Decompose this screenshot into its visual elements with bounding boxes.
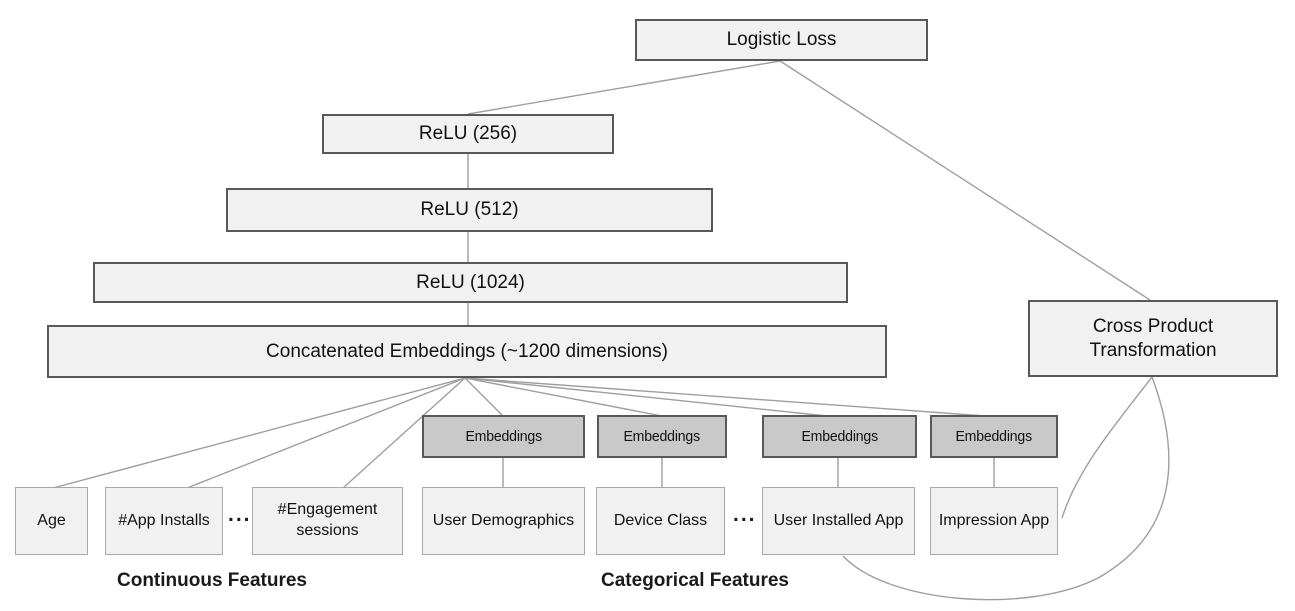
node-concatenated-embeddings: Concatenated Embeddings (~1200 dimension… (47, 325, 887, 378)
node-cross-product-transformation: Cross Product Transformation (1028, 300, 1278, 377)
categorical-ellipsis: ... (733, 503, 757, 526)
feature-age: Age (15, 487, 88, 555)
node-relu-256: ReLU (256) (322, 114, 614, 154)
label-categorical-features: Categorical Features (601, 570, 789, 591)
feature-user-installed-app: User Installed App (762, 487, 915, 555)
feature-impression-app: Impression App (930, 487, 1058, 555)
label-continuous-features: Continuous Features (116, 570, 308, 591)
feature-device-class: Device Class (596, 487, 725, 555)
feature-engagement-sessions: #Engagement sessions (252, 487, 403, 555)
node-embeddings-user-installed-app: Embeddings (762, 415, 917, 458)
node-logistic-loss: Logistic Loss (635, 19, 928, 61)
node-embeddings-user-demographics: Embeddings (422, 415, 585, 458)
feature-user-demographics: User Demographics (422, 487, 585, 555)
node-relu-1024: ReLU (1024) (93, 262, 848, 303)
deep-network-connectors (52, 60, 995, 489)
node-relu-512: ReLU (512) (226, 188, 713, 232)
feature-app-installs: #App Installs (105, 487, 223, 555)
node-embeddings-impression-app: Embeddings (930, 415, 1058, 458)
continuous-ellipsis: ... (228, 503, 252, 526)
node-embeddings-device-class: Embeddings (597, 415, 727, 458)
wide-network-connectors (779, 60, 1170, 601)
